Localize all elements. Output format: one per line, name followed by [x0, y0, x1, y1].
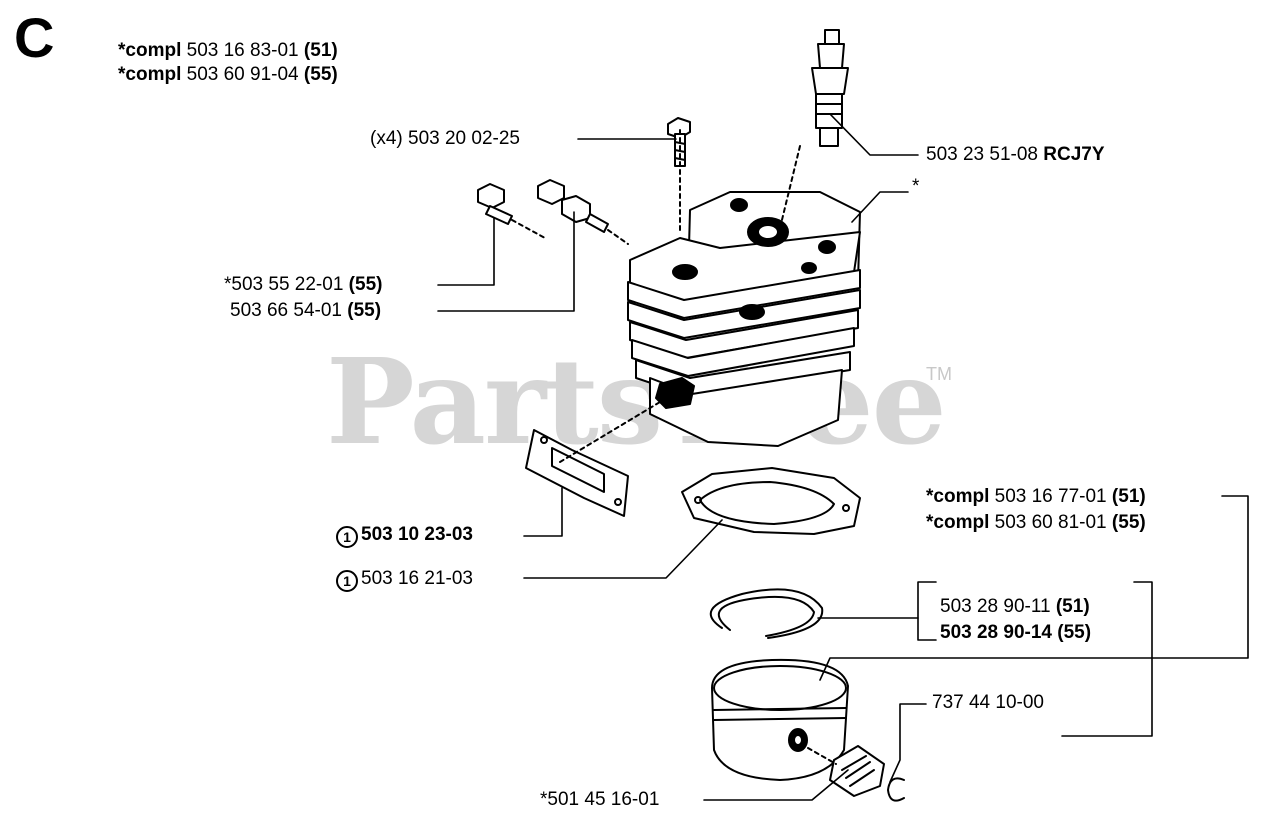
- piston: [711, 658, 849, 781]
- label-piston-compl-55: *compl 503 60 81-01 (55): [926, 512, 1146, 534]
- label-number: 503 60 81-01: [994, 512, 1107, 533]
- label-valve-2: 503 66 54-01 (55): [230, 300, 381, 322]
- label-suffix: (51): [1055, 596, 1090, 617]
- decompression-valve-2: [537, 179, 629, 245]
- label-screw: (x4) 503 20 02-25: [370, 128, 520, 149]
- note-1-icon: 1: [336, 526, 358, 548]
- label-suffix: (55): [1111, 512, 1146, 533]
- label-piston-compl-51: *compl 503 16 77-01 (51): [926, 486, 1146, 508]
- decompression-valve-1: [477, 183, 546, 239]
- label-number: *503 55 22-01: [224, 274, 344, 295]
- label-spark-plug: 503 23 51-08 RCJ7Y: [926, 144, 1105, 166]
- label-suffix: (55): [347, 300, 382, 321]
- label-number: 503 28 90-14: [940, 622, 1052, 643]
- label-number: 503 28 90-11: [940, 596, 1051, 617]
- leader-lines: [437, 113, 1249, 801]
- label-needle-bearing: *501 45 16-01: [540, 789, 660, 810]
- label-ring-51: 503 28 90-11 (51): [940, 596, 1090, 618]
- label-number: 503 60 91-04: [186, 64, 299, 85]
- piston-ring: [709, 588, 824, 639]
- label-prefix: *compl: [926, 512, 990, 533]
- note-1-icon: 1: [336, 570, 358, 592]
- label-suffix: (51): [303, 40, 338, 61]
- label-cylinder-asterisk: *: [912, 176, 920, 197]
- label-number: 503 66 54-01: [230, 300, 342, 321]
- trademark-mark: TM: [926, 364, 952, 384]
- label-ring-55: 503 28 90-14 (55): [940, 622, 1091, 644]
- label-cylinder-compl-51: *compl 503 16 83-01 (51): [118, 40, 338, 62]
- label-suffix: (55): [348, 274, 383, 295]
- label-prefix: *compl: [118, 40, 182, 61]
- label-number: 503 23 51-08: [926, 144, 1038, 165]
- spark-plug: [811, 29, 849, 147]
- cylinder-base-gasket: [681, 467, 861, 535]
- section-letter: C: [14, 6, 55, 69]
- circlip: [887, 777, 905, 802]
- label-cylinder-compl-55: *compl 503 60 91-04 (55): [118, 64, 338, 86]
- label-prefix: *compl: [118, 64, 182, 85]
- label-number: 503 16 83-01: [186, 40, 299, 61]
- label-suffix: (51): [1111, 486, 1146, 507]
- needle-bearing: [807, 745, 885, 797]
- label-suffix: RCJ7Y: [1043, 144, 1105, 165]
- label-valve-1: *503 55 22-01 (55): [224, 274, 382, 296]
- exhaust-gasket: [525, 395, 671, 517]
- label-suffix: (55): [303, 64, 338, 85]
- label-number: 503 10 23-03: [361, 524, 473, 545]
- label-suffix: (55): [1057, 622, 1092, 643]
- cylinder: [627, 129, 861, 447]
- label-prefix: *compl: [926, 486, 990, 507]
- label-number: 503 16 77-01: [994, 486, 1107, 507]
- label-circlip: 737 44 10-00: [932, 692, 1044, 713]
- label-number: 503 16 21-03: [361, 568, 473, 589]
